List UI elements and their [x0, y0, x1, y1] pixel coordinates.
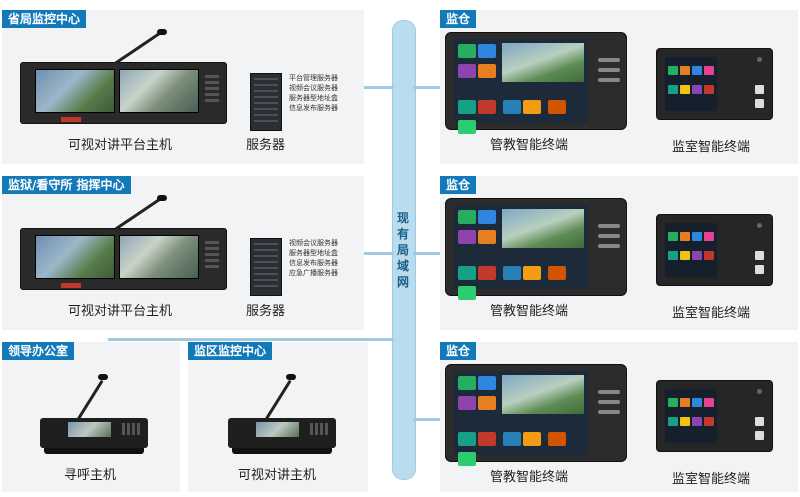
cell-room-terminal-2	[656, 214, 773, 286]
cell-room-terminal-1	[656, 48, 773, 120]
office-paging-console	[40, 418, 148, 454]
prison-center-tag: 监狱/看守所 指挥中心	[2, 176, 131, 194]
warden-terminal-3	[445, 364, 627, 466]
link-cell-1	[413, 86, 441, 89]
server-item: 视频会议服务器	[289, 84, 338, 92]
lan-backbone	[392, 20, 416, 480]
prison-server-rack	[250, 238, 282, 296]
office-mic-tip	[98, 374, 108, 380]
prison-server-caption: 服务器	[246, 304, 286, 319]
server-item: 信息发布服务器	[289, 104, 338, 112]
district-tag: 监区监控中心	[188, 342, 273, 360]
province-server-caption: 服务器	[246, 138, 286, 153]
prison-host-caption: 可视对讲平台主机	[68, 304, 173, 319]
province-center-tag: 省局监控中心	[2, 10, 87, 28]
prison-mic-tip	[157, 195, 167, 201]
server-item: 服务器型地址盒	[289, 94, 338, 102]
prison-server-list: 视频会议服务器 服务器型地址盒 信息发布服务器 应急广播服务器	[289, 238, 338, 278]
server-item: 应急广播服务器	[289, 269, 338, 277]
district-mic-tip	[286, 374, 296, 380]
link-prison	[362, 252, 394, 255]
cell-tag-2: 监仓	[440, 176, 477, 194]
link-cell-2	[413, 252, 441, 255]
warden-terminal-2	[445, 198, 627, 300]
cell-room-terminal-3	[656, 380, 773, 452]
cell-tag-3: 监仓	[440, 342, 477, 360]
cell-tag-1: 监仓	[440, 10, 477, 28]
district-panel	[188, 342, 368, 492]
server-item: 平台管理服务器	[289, 74, 338, 82]
warden-terminal-caption-1: 管教智能终端	[490, 138, 569, 153]
warden-terminal-caption-2: 管教智能终端	[490, 304, 569, 319]
link-province	[362, 86, 394, 89]
district-caption: 可视对讲主机	[238, 468, 317, 483]
lan-label: 现有局域网	[396, 211, 409, 289]
room-terminal-caption-1: 监室智能终端	[672, 140, 751, 155]
province-host-console	[20, 62, 227, 124]
room-terminal-caption-2: 监室智能终端	[672, 306, 751, 321]
server-item: 视频会议服务器	[289, 239, 338, 247]
link-district	[108, 338, 394, 341]
province-host-caption: 可视对讲平台主机	[68, 138, 173, 153]
office-tag: 领导办公室	[2, 342, 75, 360]
office-caption: 寻呼主机	[64, 468, 117, 483]
prison-host-console	[20, 228, 227, 290]
province-server-rack	[250, 73, 282, 131]
province-mic-tip	[157, 29, 167, 35]
province-server-list: 平台管理服务器 视频会议服务器 服务器型地址盒 信息发布服务器	[289, 73, 338, 113]
server-item: 信息发布服务器	[289, 259, 338, 267]
district-intercom-console	[228, 418, 336, 454]
warden-terminal-1	[445, 32, 627, 134]
office-panel	[2, 342, 180, 492]
server-item: 服务器型地址盒	[289, 249, 338, 257]
link-cell-3	[413, 418, 441, 421]
room-terminal-caption-3: 监室智能终端	[672, 472, 751, 487]
warden-terminal-caption-3: 管教智能终端	[490, 470, 569, 485]
